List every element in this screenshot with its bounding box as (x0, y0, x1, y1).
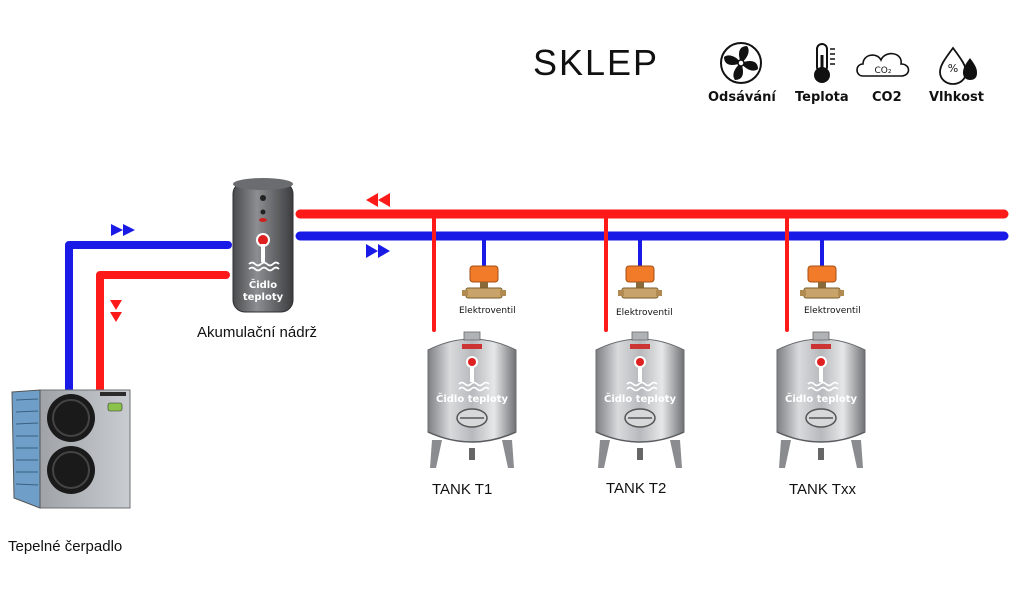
tanks-layer: Čidlo teploty Čidlo teploty Čidlo teploty (427, 265, 866, 468)
fan-icon (720, 42, 762, 84)
buffer-sensor-label-1: Čidlo (249, 278, 277, 291)
valve-label-txx: Elektroventil (804, 306, 861, 316)
tank-sensor-label: Čidlo teploty (436, 392, 509, 405)
valve-label-t1: Elektroventil (459, 306, 516, 316)
sensor-label-humidity: Vlhkost (929, 90, 984, 105)
electrovalve-txx (800, 265, 844, 299)
wine-tank-t1: Čidlo teploty (427, 331, 517, 468)
tank-temperature-sensor-icon (458, 356, 490, 392)
page-title: SKLEP (533, 42, 660, 83)
buffer-sensor-label-2: teploty (243, 292, 284, 303)
tank-sensor-label: Čidlo teploty (604, 392, 677, 405)
buffer-temperature-sensor-icon (248, 233, 280, 272)
arrow-return-main (366, 244, 390, 258)
wine-tank-t2: Čidlo teploty (595, 331, 685, 468)
wine-tank-txx: Čidlo teploty (776, 331, 866, 468)
arrow-supply-pump (110, 300, 122, 322)
heat-pump-label: Tepelné čerpadlo (8, 538, 123, 555)
sensor-label-co2: CO2 (872, 90, 902, 105)
tank-temperature-sensor-icon (807, 356, 839, 392)
heat-pump (11, 389, 131, 509)
arrow-return-pump (111, 224, 135, 236)
tank-label-t2: TANK T2 (606, 480, 667, 497)
flow-arrows (110, 193, 390, 322)
buffer-tank: Čidlo teploty (232, 178, 294, 313)
arrow-supply-main (366, 193, 390, 207)
return-pipe-pump (65, 241, 232, 404)
pipe-network (65, 209, 1009, 404)
valve-label-t2: Elektroventil (616, 308, 673, 318)
thermometer-icon (814, 43, 835, 83)
buffer-tank-label: Akumulační nádrž (197, 324, 318, 341)
supply-pipe-pump (96, 271, 230, 404)
tank-label-txx: TANK Txx (789, 481, 856, 498)
humidity-icon: % (939, 46, 977, 85)
humidity-glyph: % (948, 62, 958, 75)
tank-sensor-label: Čidlo teploty (785, 392, 858, 405)
tank-temperature-sensor-icon (626, 356, 658, 392)
sensor-label-temperature: Teplota (795, 90, 849, 105)
electrovalve-t1 (462, 265, 506, 299)
co2-cloud-icon: CO₂ (856, 52, 910, 77)
co2-glyph: CO₂ (875, 66, 892, 76)
sensor-label-exhaust: Odsávání (708, 90, 776, 105)
tank-label-t1: TANK T1 (432, 481, 493, 498)
electrovalve-t2 (618, 265, 662, 299)
